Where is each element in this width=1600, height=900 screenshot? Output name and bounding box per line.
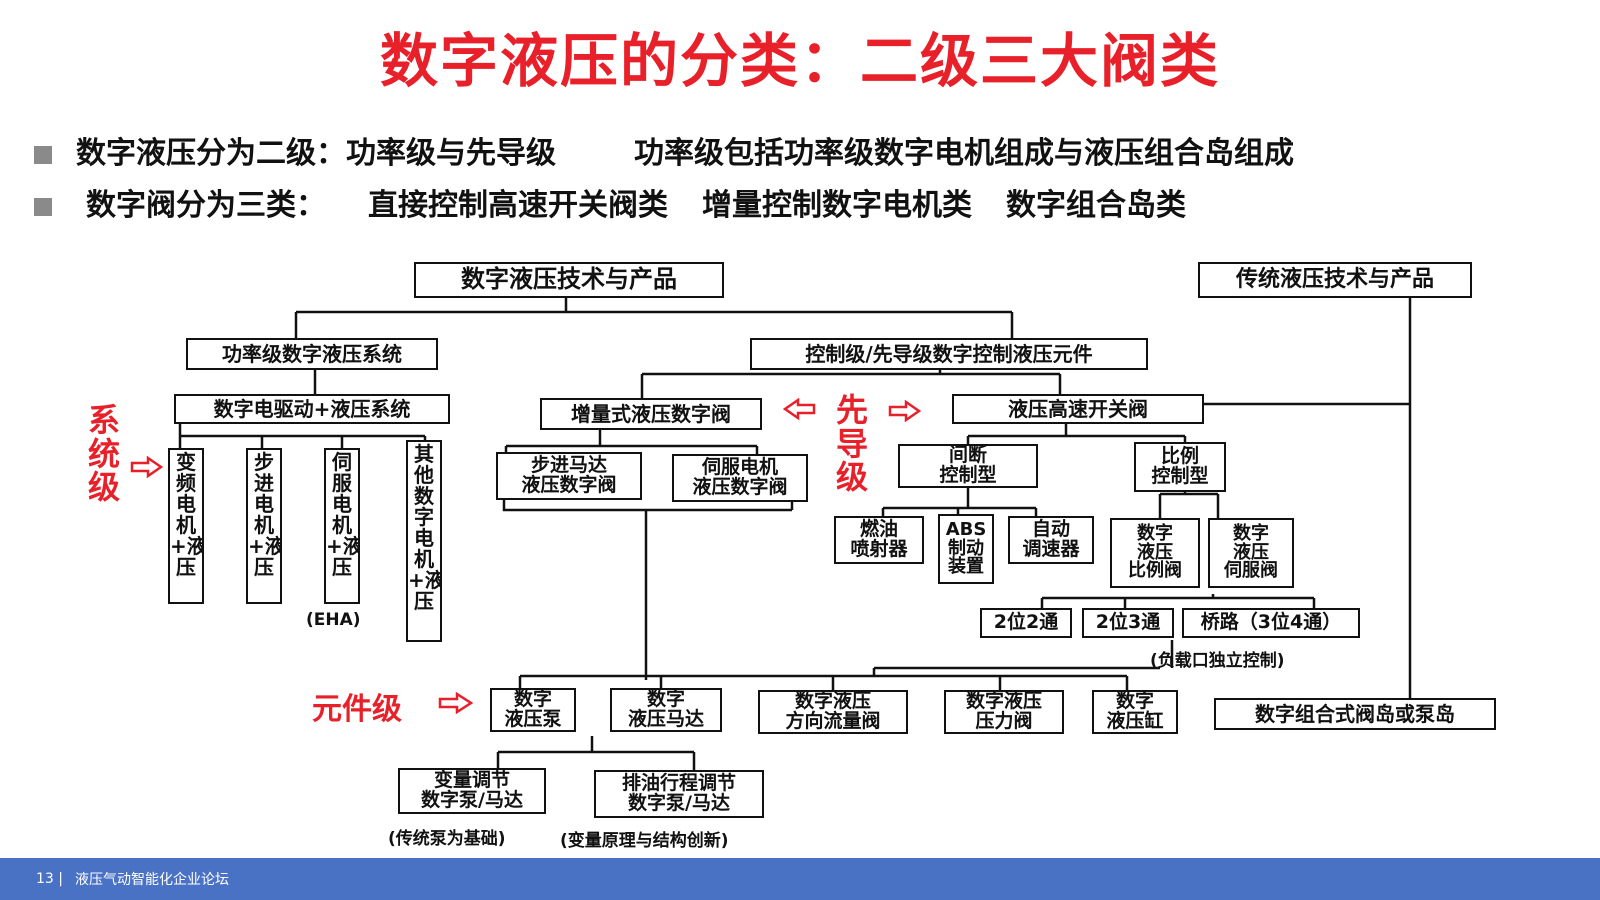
right-arrow-icon [130, 456, 164, 478]
component-cylinder: 数字 液压缸 [1092, 690, 1178, 734]
electric-drive-box: 数字电驱动+液压系统 [174, 394, 450, 424]
bullet-1-part-2: 功率级包括功率级数字电机组成与液压组合岛组成 [634, 136, 1294, 171]
intermittent-box: 间断 控制型 [898, 444, 1038, 488]
auto-trans-box: 自动 调速器 [1008, 516, 1094, 564]
bullet-1: 数字液压分为二级：功率级与先导级 功率级包括功率级数字电机组成与液压组合岛组成 [34, 128, 1294, 172]
component-direction-valve: 数字液压 方向流量阀 [758, 690, 908, 734]
footer-bar: 13 | 液压气动智能化企业论坛 [0, 858, 1600, 900]
island-box: 数字组合式阀岛或泵岛 [1214, 698, 1496, 730]
system-item-2: 步进电机+液压 [246, 448, 282, 604]
way-box-1: 2位2通 [980, 608, 1072, 638]
servo-valve-box: 伺服电机 液压数字阀 [672, 454, 808, 502]
way-box-3: 桥路（3位4通） [1182, 608, 1360, 638]
slide-title: 数字液压的分类：二级三大阀类 [379, 27, 1220, 95]
bullet-square-icon [34, 197, 52, 216]
bullet-2-part-4: 数字组合岛类 [1006, 188, 1186, 223]
drain-adjust-box: 排油行程调节 数字泵/马达 [594, 770, 764, 818]
system-item-3: 伺服电机+液压 [324, 448, 360, 604]
left-arrow-icon [782, 398, 816, 420]
variable-note: (传统泵为基础) [388, 829, 506, 849]
hs-switch-box: 液压高速开关阀 [952, 394, 1204, 424]
fuel-injector-box: 燃油 喷射器 [834, 516, 924, 564]
component-pump: 数字 液压泵 [490, 688, 576, 732]
stepper-valve-box: 步进马达 液压数字阀 [496, 452, 642, 500]
eha-note: (EHA) [306, 610, 361, 630]
incremental-valve-box: 增量式液压数字阀 [540, 398, 762, 430]
bullet-2: 数字阀分为三类： 直接控制高速开关阀类增量控制数字电机类数字组合岛类 [34, 180, 1186, 224]
component-motor: 数字 液压马达 [610, 688, 722, 732]
power-level-box: 功率级数字液压系统 [186, 338, 438, 370]
traditional-box: 传统液压技术与产品 [1198, 262, 1472, 298]
system-item-4: 其他数字电机+液压 [406, 440, 442, 642]
label-pilot-level: 先导级 [835, 391, 868, 497]
bullet-2-part-2: 直接控制高速开关阀类 [368, 188, 668, 223]
proportional-box: 比例 控制型 [1134, 442, 1226, 492]
load-note: (负载口独立控制) [1150, 651, 1285, 671]
bullet-square-icon [34, 145, 52, 164]
component-pressure-valve: 数字液压 压力阀 [944, 690, 1064, 734]
way-box-2: 2位3通 [1082, 608, 1174, 638]
digital-prop-valve-box: 数字 液压 比例阀 [1110, 518, 1200, 588]
system-item-1: 变频电机+液压 [168, 448, 204, 604]
right-arrow-icon [888, 400, 922, 422]
page-number: 13 | [36, 871, 63, 887]
drain-note: (变量原理与结构创新) [560, 831, 729, 851]
variable-adjust-box: 变量调节 数字泵/马达 [398, 768, 546, 814]
control-level-box: 控制级/先导级数字控制液压元件 [750, 338, 1148, 370]
label-system-level: 系统级 [87, 401, 120, 507]
digital-servo-valve-box: 数字 液压 伺服阀 [1208, 518, 1294, 588]
bullet-2-part-3: 增量控制数字电机类 [702, 188, 972, 223]
right-arrow-icon [438, 692, 474, 714]
footer-text: 液压气动智能化企业论坛 [74, 872, 229, 888]
label-component-level: 元件级 [312, 692, 402, 727]
bullet-2-part-1: 数字阀分为三类： [86, 188, 326, 223]
abs-box: ABS 制动 装置 [938, 514, 994, 584]
bullet-1-part-1: 数字液压分为二级：功率级与先导级 [76, 136, 556, 171]
root-box: 数字液压技术与产品 [414, 262, 724, 298]
